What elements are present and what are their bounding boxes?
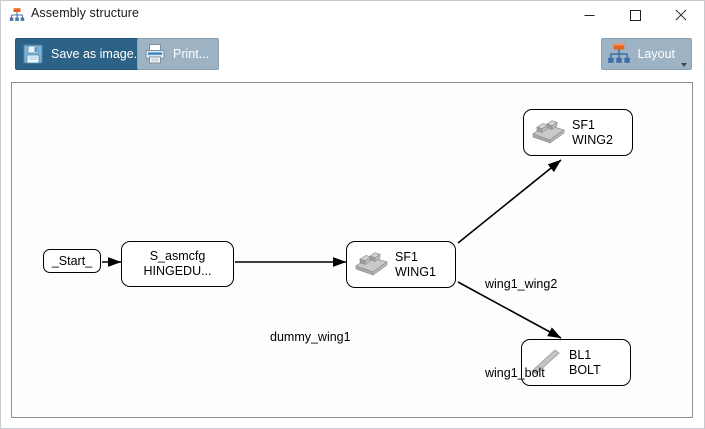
graph-node-start[interactable]: _Start_ — [43, 249, 101, 273]
hinge-part-icon — [529, 114, 567, 151]
node-label-bolt-line2: BOLT — [569, 362, 601, 377]
close-button[interactable] — [658, 1, 704, 29]
minimize-button[interactable] — [566, 1, 612, 29]
graph-node-bolt[interactable]: BL1 BOLT — [521, 339, 631, 386]
maximize-icon — [629, 9, 641, 21]
node-label-bolt-line1: BL1 — [569, 347, 592, 362]
graph-node-wing1[interactable]: SF1 WING1 — [346, 241, 456, 288]
maximize-button[interactable] — [612, 1, 658, 29]
toolbar: Save as image... Print... — [1, 29, 704, 79]
edge-label-wing1-wing2: wing1_wing2 — [485, 277, 558, 291]
print-button[interactable]: Print... — [137, 38, 220, 70]
window-title: Assembly structure — [31, 6, 140, 20]
graph-node-wing2[interactable]: SF1 WING2 — [523, 109, 633, 156]
edge-label-dummy-wing1: dummy_wing1 — [270, 330, 351, 344]
floppy-disk-icon — [21, 42, 45, 66]
node-label-asmcfg-line2: HINGEDU... — [143, 264, 212, 278]
close-icon — [675, 9, 687, 21]
minimize-icon — [584, 10, 595, 21]
edge-wing1-wing2 — [457, 159, 562, 244]
node-label-wing2-line1: SF1 — [572, 117, 595, 132]
node-label-asmcfg-line1: S_asmcfg — [149, 249, 206, 263]
edge-label-wing1-bolt: wing1_bolt — [485, 366, 545, 380]
layout-button[interactable]: Layout — [601, 38, 692, 70]
chevron-down-icon[interactable] — [681, 63, 687, 67]
graph-edges — [102, 159, 562, 339]
print-label: Print... — [173, 47, 210, 61]
save-as-image-button[interactable]: Save as image... — [15, 38, 155, 70]
bolt-part-icon — [527, 344, 565, 381]
hierarchy-icon — [9, 7, 25, 23]
node-label-start: _Start_ — [51, 253, 93, 268]
hinge-part-icon — [352, 246, 390, 283]
graph-node-asmcfg[interactable]: S_asmcfg HINGEDU... — [121, 241, 234, 287]
edge-wing1-bolt — [457, 281, 562, 339]
printer-icon — [143, 42, 167, 66]
hierarchy-icon — [607, 42, 631, 66]
node-label-wing1-line1: SF1 — [395, 249, 418, 264]
node-label-wing1-line2: WING1 — [395, 264, 436, 279]
node-label-wing2-line2: WING2 — [572, 132, 613, 147]
layout-label: Layout — [637, 47, 675, 61]
save-as-image-label: Save as image... — [51, 47, 145, 61]
title-bar: Assembly structure — [1, 1, 704, 29]
